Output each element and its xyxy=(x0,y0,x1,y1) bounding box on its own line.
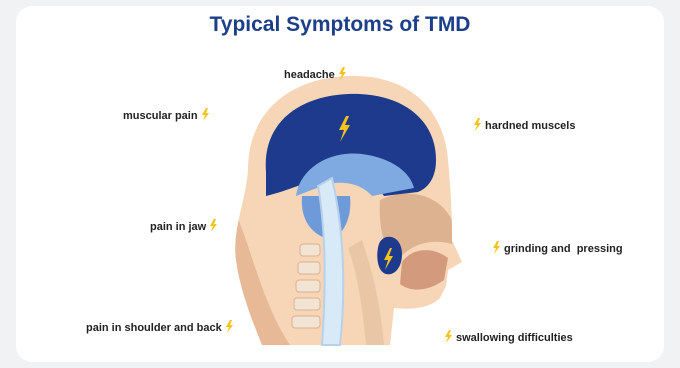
lightning-bolt-icon xyxy=(201,108,210,121)
symptom-text: muscular pain xyxy=(123,110,198,122)
symptom-text: pain in jaw xyxy=(150,221,206,233)
lightning-bolt-icon xyxy=(338,67,347,80)
page-title: Typical Symptoms of TMD xyxy=(0,13,680,37)
symptom-label-grinding-and-pressing: grinding and pressing xyxy=(489,241,623,256)
symptom-label-swallowing-difficulties: swallowing difficulties xyxy=(441,330,573,345)
lightning-bolt-icon xyxy=(473,118,482,131)
lightning-bolt-icon xyxy=(209,219,218,232)
symptom-label-hardned-muscels: hardned muscels xyxy=(470,118,575,133)
lightning-bolt-icon xyxy=(225,320,234,333)
symptom-text: headache xyxy=(284,69,335,81)
symptom-text: grinding and pressing xyxy=(504,243,623,255)
lightning-bolt-icon xyxy=(444,330,453,343)
symptom-text: pain in shoulder and back xyxy=(86,322,222,334)
symptom-text: swallowing difficulties xyxy=(456,332,573,344)
symptom-label-pain-in-shoulder-and-back: pain in shoulder and back xyxy=(86,320,237,335)
symptom-text: hardned muscels xyxy=(485,120,575,132)
symptom-label-headache: headache xyxy=(284,67,350,82)
lightning-bolt-icon xyxy=(492,241,501,254)
symptom-label-pain-in-jaw: pain in jaw xyxy=(150,219,221,234)
symptom-label-muscular-pain: muscular pain xyxy=(123,108,213,123)
